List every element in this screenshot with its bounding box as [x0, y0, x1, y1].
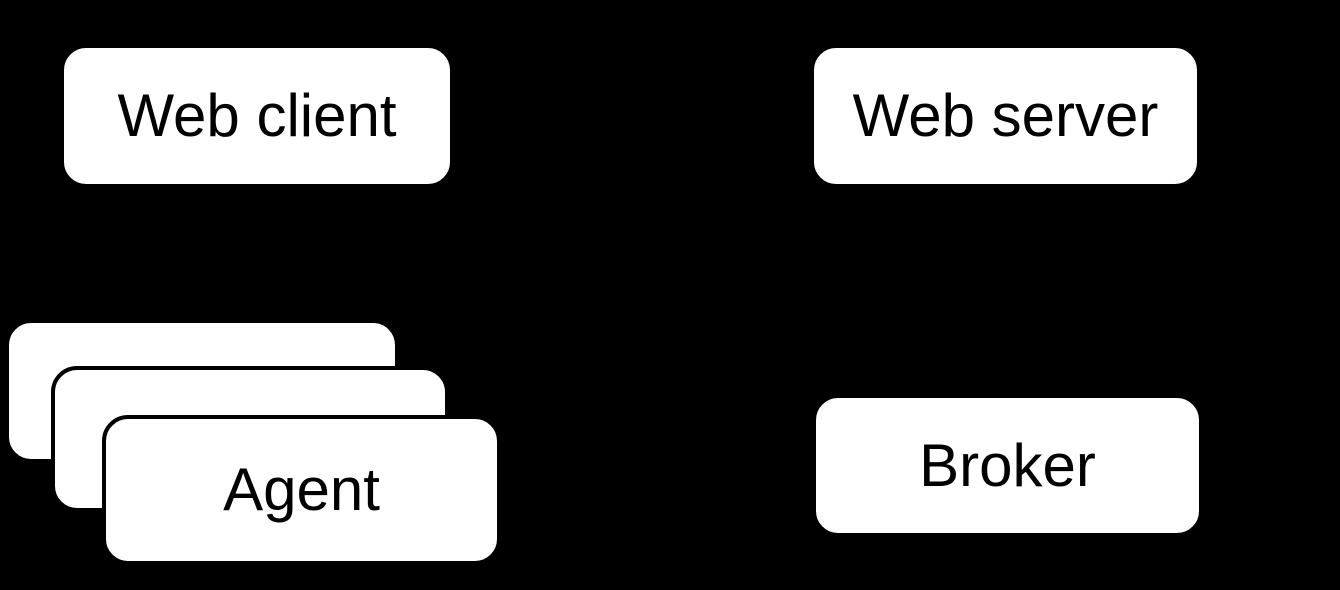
node-broker: Broker [812, 394, 1203, 537]
node-web-server-label: Web server [852, 82, 1159, 149]
node-agent-label: Agent [223, 456, 380, 523]
node-agent: Agent [102, 415, 501, 565]
node-web-client: Web client [60, 44, 454, 188]
node-web-client-label: Web client [117, 82, 397, 149]
node-broker-label: Broker [919, 431, 1096, 499]
node-web-server: Web server [810, 44, 1201, 188]
